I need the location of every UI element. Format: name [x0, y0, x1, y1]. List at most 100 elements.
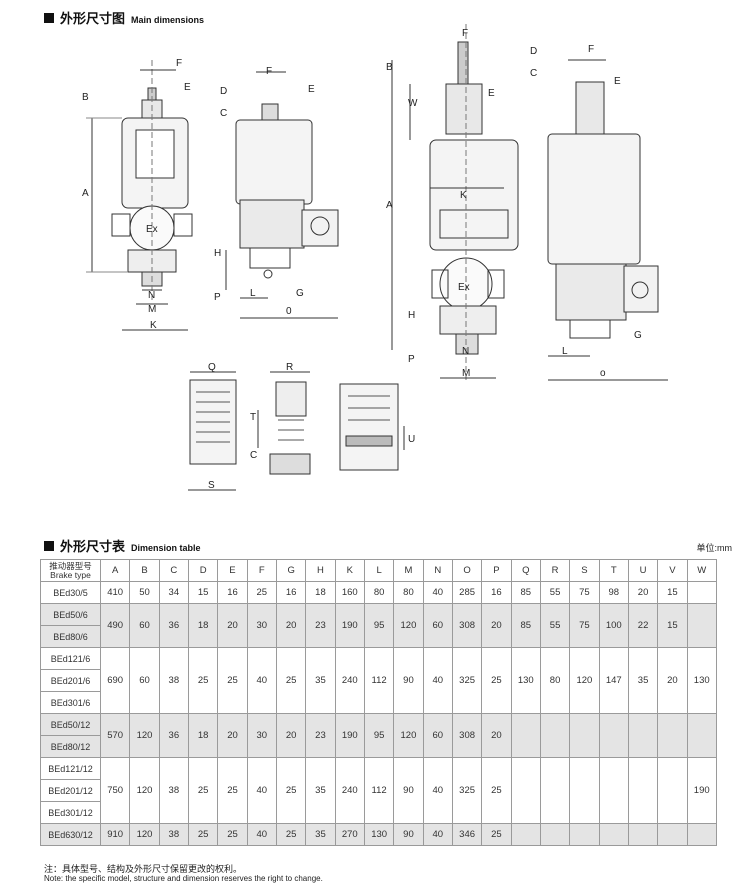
dimension-labels: F B E A N M K Ex F D C E H P L G 0 F B W…	[82, 28, 642, 491]
main-dimensions-title: 外形尺寸图 Main dimensions	[44, 8, 204, 27]
type-cell: BEd80/12	[40, 735, 101, 758]
value-cell: 38	[158, 823, 189, 846]
value-cell: 40	[246, 823, 277, 846]
note-en: Note: the specific model, structure and …	[44, 874, 323, 883]
value-cell: 25	[481, 757, 512, 824]
value-cell: 80	[363, 581, 395, 604]
value-cell: 410	[99, 581, 131, 604]
value-cell: 346	[451, 823, 483, 846]
label-e3: E	[488, 88, 495, 99]
value-cell: 490	[99, 603, 131, 648]
value-cell: 20	[657, 647, 688, 714]
detail-spring-u	[339, 383, 405, 471]
label-c: C	[220, 108, 227, 119]
value-cell: 240	[334, 757, 365, 824]
label-g4: G	[634, 330, 642, 341]
table-row: BEd301/6	[40, 691, 717, 714]
value-cell: 34	[158, 581, 189, 604]
value-cell: 80	[539, 647, 571, 714]
column-header: U	[627, 559, 659, 582]
value-cell	[510, 823, 541, 846]
value-cell	[686, 713, 717, 758]
title-cn: 外形尺寸表	[60, 540, 126, 555]
value-cell: 18	[187, 603, 219, 648]
value-cell: 190	[334, 603, 365, 648]
value-cell: 80	[393, 581, 424, 604]
column-header: T	[598, 559, 629, 582]
value-cell: 25	[275, 823, 307, 846]
type-cell: BEd121/12	[40, 757, 101, 780]
value-cell: 40	[422, 823, 453, 846]
value-cell	[510, 713, 541, 758]
value-cell: 120	[393, 603, 424, 648]
value-cell: 100	[598, 603, 629, 648]
dimension-drawing: F B E A N M K Ex F D C E H P L G 0 F B W…	[82, 24, 668, 491]
value-cell: 25	[481, 647, 512, 714]
value-cell: 308	[451, 603, 483, 648]
label-m: M	[148, 304, 156, 315]
value-cell: 570	[99, 713, 131, 758]
value-cell: 60	[129, 647, 160, 714]
value-cell: 147	[598, 647, 629, 714]
title-en: Dimension table	[131, 543, 201, 553]
column-header: H	[305, 559, 336, 582]
side-view-small	[225, 71, 339, 319]
value-cell: 15	[657, 603, 688, 648]
value-cell: 20	[627, 581, 659, 604]
label-f: F	[176, 58, 182, 69]
type-cell: BEd201/6	[40, 669, 101, 692]
value-cell: 20	[275, 713, 307, 758]
label-f2: F	[266, 66, 272, 77]
value-cell: 120	[129, 713, 160, 758]
side-view-large	[547, 59, 668, 381]
column-header: S	[569, 559, 600, 582]
label-d: D	[220, 86, 227, 97]
value-cell: 15	[657, 581, 688, 604]
value-cell: 25	[187, 757, 219, 824]
detail-rod-r	[257, 371, 311, 475]
value-cell: 60	[129, 603, 160, 648]
value-cell: 30	[246, 603, 277, 648]
column-header: A	[99, 559, 131, 582]
type-cell: BEd630/12	[40, 823, 101, 846]
value-cell: 25	[275, 647, 307, 714]
column-header: O	[451, 559, 483, 582]
label-q: Q	[208, 362, 216, 373]
value-cell	[598, 823, 629, 846]
label-h: H	[214, 248, 221, 259]
value-cell: 112	[363, 647, 395, 714]
value-cell: 38	[158, 757, 189, 824]
value-cell: 60	[422, 713, 453, 758]
value-cell: 130	[686, 647, 717, 714]
value-cell: 160	[334, 581, 365, 604]
value-cell: 190	[686, 757, 717, 824]
value-cell: 16	[217, 581, 248, 604]
type-cell: BEd121/6	[40, 647, 101, 670]
column-header: Q	[510, 559, 541, 582]
value-cell: 40	[422, 757, 453, 824]
label-b: B	[82, 92, 89, 103]
column-header: K	[334, 559, 365, 582]
value-cell: 85	[510, 581, 541, 604]
value-cell: 40	[246, 647, 277, 714]
value-cell: 90	[393, 647, 424, 714]
value-cell: 40	[246, 757, 277, 824]
value-cell	[686, 603, 717, 648]
label-d4: D	[530, 46, 537, 57]
value-cell: 325	[451, 647, 483, 714]
value-cell	[569, 757, 600, 824]
value-cell	[657, 757, 688, 824]
column-header: G	[275, 559, 307, 582]
type-cell: BEd30/5	[40, 581, 101, 604]
label-b3: B	[386, 62, 393, 73]
value-cell	[510, 757, 541, 824]
value-cell: 120	[129, 757, 160, 824]
label-l: L	[250, 288, 256, 299]
label-o4: o	[600, 368, 606, 379]
value-cell: 36	[158, 603, 189, 648]
